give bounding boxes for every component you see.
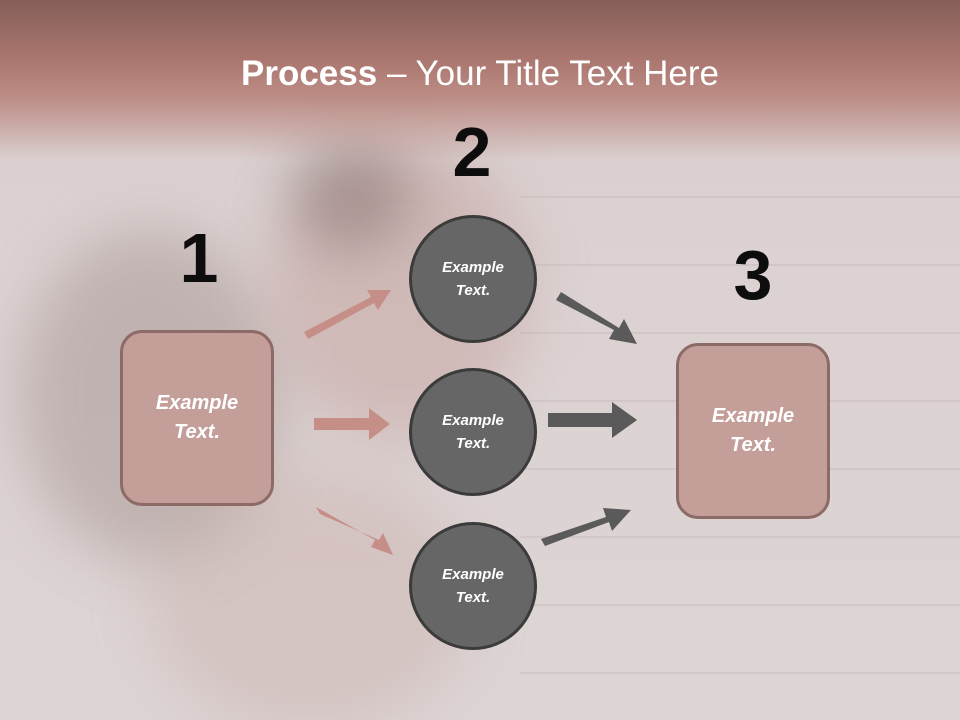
circle-top-label: Example Text. [442, 259, 504, 299]
slide-title[interactable]: Process – Your Title Text Here [0, 52, 960, 96]
right-arrows [541, 292, 637, 546]
step-1-label: Example Text. [155, 392, 239, 443]
circle-top[interactable]: Example Text. [409, 215, 537, 343]
arrow-up-left [304, 290, 391, 339]
step-3-label: Example Text. [711, 405, 795, 456]
title-bar [0, 0, 960, 160]
title-rest: – Your Title Text Here [377, 54, 719, 93]
title-bold: Process [241, 54, 378, 93]
arrow-down-right [556, 292, 637, 344]
left-arrows [304, 290, 393, 555]
arrow-down-left [316, 507, 393, 555]
circle-bottom[interactable]: Example Text. [409, 522, 537, 650]
circle-middle-label: Example Text. [442, 412, 504, 452]
step-1-box[interactable]: Example Text. [120, 330, 274, 506]
step-number-3: 3 [733, 236, 773, 314]
circle-bottom-label: Example Text. [442, 566, 504, 606]
arrow-middle-left [314, 408, 390, 440]
arrow-middle-right [548, 402, 637, 438]
arrow-up-right [541, 508, 631, 546]
step-number-1: 1 [179, 219, 219, 297]
step-3-box[interactable]: Example Text. [676, 343, 830, 519]
circle-middle[interactable]: Example Text. [409, 368, 537, 496]
step-number-2: 2 [452, 113, 492, 191]
